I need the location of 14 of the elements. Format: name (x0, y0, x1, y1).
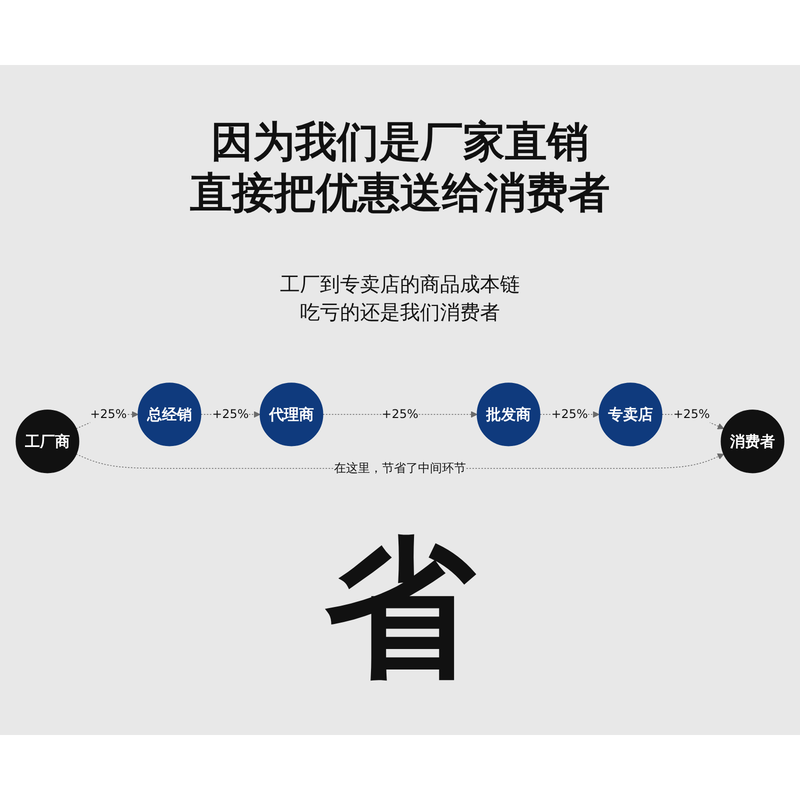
node-circle: 工厂商 (16, 409, 80, 473)
edge-label: +25% (551, 406, 588, 421)
edge-label: +25% (90, 406, 127, 421)
edge-label: +25% (212, 406, 249, 421)
node-circle: 专卖店 (598, 382, 662, 446)
edge-label: +25% (382, 406, 418, 421)
node-circle: 总经销 (138, 382, 202, 446)
edge-label: +25% (673, 406, 710, 421)
title: 因为我们是厂家直销直接把优惠送给消费者 (190, 116, 610, 219)
big-character: 省 (325, 534, 475, 684)
subtitle: 工厂到专卖店的商品成本链吃亏的还是我们消费者 (279, 270, 521, 326)
node-circle: 消费者 (720, 409, 784, 473)
node-circle: 批发商 (476, 382, 540, 446)
edge-label: 在这里，节省了中间环节 (334, 460, 466, 475)
